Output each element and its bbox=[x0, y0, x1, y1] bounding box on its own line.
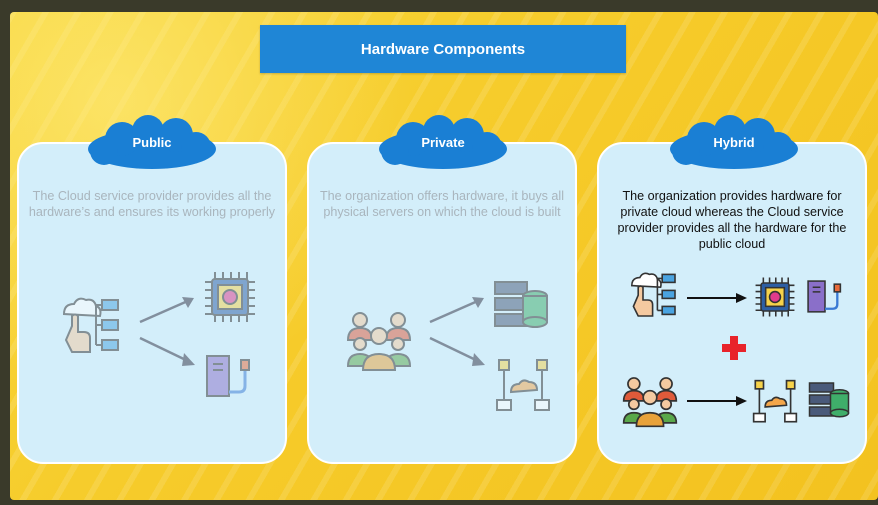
arrow-up-right-icon bbox=[429, 297, 484, 324]
hybrid-description: The organization provides hardware for p… bbox=[617, 189, 847, 251]
cloud-network-hand-icon bbox=[630, 272, 676, 317]
server-tower-plug-icon bbox=[807, 280, 842, 313]
team-people-icon bbox=[622, 377, 678, 428]
slide-title: Hardware Components bbox=[260, 25, 626, 73]
public-cloud-label: Public bbox=[82, 115, 222, 173]
cloud-shape-icon bbox=[379, 115, 507, 169]
arrow-up-right-icon bbox=[139, 297, 194, 324]
private-cloud-label: Private bbox=[373, 115, 513, 173]
server-tower-plug-icon bbox=[206, 355, 250, 397]
public-label: Public bbox=[132, 135, 172, 150]
private-label: Private bbox=[421, 135, 465, 150]
network-cloud-icon bbox=[496, 359, 550, 411]
cpu-chip-icon bbox=[205, 272, 255, 322]
slide: Hardware Components The Cloud service pr… bbox=[10, 12, 878, 500]
cloud-shape-icon bbox=[670, 115, 798, 169]
arrow-right-icon bbox=[687, 293, 747, 303]
hybrid-cloud-label: Hybrid bbox=[664, 115, 804, 173]
cloud-shape-icon bbox=[88, 115, 216, 169]
team-people-icon bbox=[346, 312, 412, 371]
hybrid-label: Hybrid bbox=[713, 135, 755, 150]
arrow-down-right-icon bbox=[429, 336, 485, 366]
server-database-icon bbox=[494, 281, 548, 328]
plus-icon bbox=[722, 336, 746, 360]
network-cloud-icon bbox=[752, 379, 798, 423]
private-description: The organization offers hardware, it buy… bbox=[319, 189, 565, 219]
arrow-right-icon bbox=[687, 396, 747, 406]
public-description: The Cloud service provider provides all … bbox=[28, 189, 276, 219]
server-database-icon bbox=[808, 382, 850, 418]
arrow-down-right-icon bbox=[139, 336, 195, 366]
cpu-chip-icon bbox=[755, 277, 795, 317]
cloud-network-hand-icon bbox=[62, 297, 119, 353]
